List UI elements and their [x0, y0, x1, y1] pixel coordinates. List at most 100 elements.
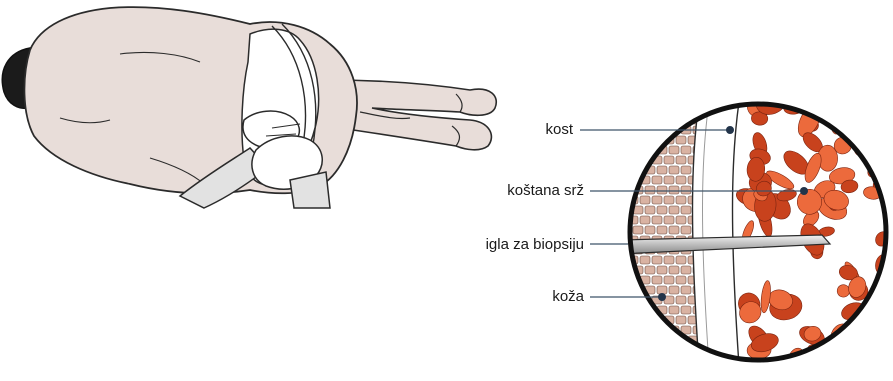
- skin-cell: [640, 116, 650, 124]
- skin-cell: [681, 206, 691, 214]
- skin-cell: [681, 186, 691, 194]
- skin-cell: [657, 206, 667, 214]
- skin-cell: [640, 216, 650, 224]
- skin-cell: [652, 96, 662, 104]
- skin-cell: [640, 256, 650, 264]
- skin-cell: [657, 266, 667, 274]
- skin-cell: [645, 266, 655, 274]
- skin-cell: [657, 106, 667, 114]
- skin-cell: [681, 286, 691, 294]
- skin-cell: [681, 306, 691, 314]
- skin-cell: [633, 106, 643, 114]
- skin-cell: [681, 106, 691, 114]
- magnified-cross-section: [620, 82, 893, 376]
- skin-cell: [688, 96, 698, 104]
- skin-cell: [645, 226, 655, 234]
- skin-cell: [640, 356, 650, 364]
- skin-cell: [652, 136, 662, 144]
- skin-cell: [676, 96, 686, 104]
- skin-cell: [676, 276, 686, 284]
- skin-cell: [652, 356, 662, 364]
- skin-cell: [652, 276, 662, 284]
- patient-illustration: [2, 7, 496, 208]
- skin-cell: [628, 156, 638, 164]
- marrow-cell: [865, 116, 884, 141]
- leader-skin-dot: [658, 293, 666, 301]
- skin-cell: [681, 346, 691, 354]
- marrow-cell: [841, 330, 875, 363]
- skin-cell: [645, 146, 655, 154]
- skin-cell: [640, 316, 650, 324]
- skin-cell: [664, 276, 674, 284]
- skin-cell: [676, 356, 686, 364]
- skin-cell: [652, 196, 662, 204]
- skin-cell: [645, 366, 655, 374]
- skin-cell: [681, 266, 691, 274]
- skin-cell: [669, 146, 679, 154]
- label-biopsy-needle: igla za biopsiju: [486, 236, 584, 254]
- skin-cell: [652, 116, 662, 124]
- skin-cell: [628, 96, 638, 104]
- skin-cell: [676, 176, 686, 184]
- leader-marrow-dot: [800, 187, 808, 195]
- skin-cell: [633, 346, 643, 354]
- skin-cell: [676, 216, 686, 224]
- skin-cell: [652, 216, 662, 224]
- skin-cell: [633, 226, 643, 234]
- skin-cell: [645, 106, 655, 114]
- skin-cell: [657, 326, 667, 334]
- skin-cell: [676, 116, 686, 124]
- label-skin: koža: [552, 288, 584, 306]
- skin-cell: [628, 176, 638, 184]
- skin-cell: [628, 316, 638, 324]
- skin-cell: [693, 106, 703, 114]
- skin-cell: [640, 96, 650, 104]
- skin-cell: [676, 316, 686, 324]
- skin-cell: [652, 336, 662, 344]
- bone-layer: [693, 95, 741, 376]
- skin-cell: [669, 366, 679, 374]
- skin-cell: [652, 176, 662, 184]
- skin-cell: [664, 356, 674, 364]
- skin-cell: [693, 366, 703, 374]
- skin-cell: [633, 366, 643, 374]
- skin-cell: [645, 346, 655, 354]
- skin-cell: [664, 336, 674, 344]
- skin-cell: [657, 166, 667, 174]
- leader-bone-dot: [726, 126, 734, 134]
- skin-cell: [633, 306, 643, 314]
- skin-cell: [633, 326, 643, 334]
- label-bone: kost: [545, 121, 573, 139]
- skin-cell: [664, 216, 674, 224]
- skin-cell: [676, 136, 686, 144]
- skin-cell: [645, 326, 655, 334]
- skin-cell: [657, 186, 667, 194]
- skin-cell: [640, 136, 650, 144]
- skin-cell: [657, 226, 667, 234]
- skin-cell: [669, 206, 679, 214]
- skin-cell: [676, 156, 686, 164]
- skin-cell: [669, 266, 679, 274]
- skin-cell: [664, 156, 674, 164]
- skin-cell: [664, 96, 674, 104]
- skin-cell: [664, 196, 674, 204]
- label-bone-marrow: koštana srž: [507, 182, 584, 200]
- skin-cell: [633, 166, 643, 174]
- skin-cell: [652, 256, 662, 264]
- skin-cell: [669, 186, 679, 194]
- skin-cell: [657, 346, 667, 354]
- skin-cell: [645, 206, 655, 214]
- skin-cell: [640, 336, 650, 344]
- skin-cell: [681, 166, 691, 174]
- skin-cell: [669, 226, 679, 234]
- skin-cell: [669, 106, 679, 114]
- skin-cell: [664, 116, 674, 124]
- skin-cell: [664, 176, 674, 184]
- skin-cell: [628, 136, 638, 144]
- skin-cell: [628, 116, 638, 124]
- marrow-cell: [856, 340, 888, 373]
- skin-cell: [633, 146, 643, 154]
- skin-cell: [664, 256, 674, 264]
